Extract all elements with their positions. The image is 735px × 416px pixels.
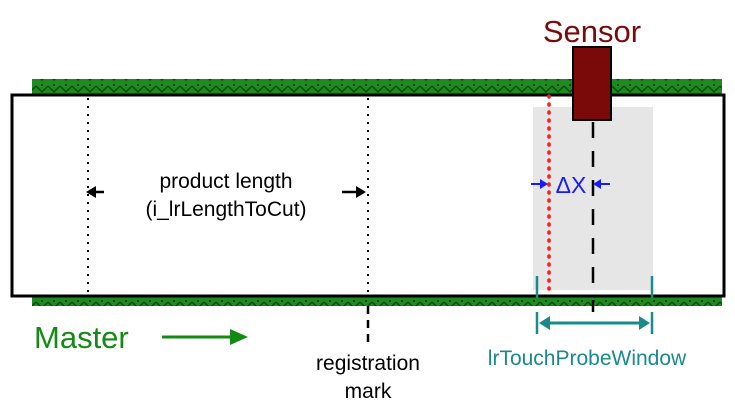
registration-mark-label: registration xyxy=(316,352,420,375)
master-label: Master xyxy=(34,320,129,355)
product-length-label: product length xyxy=(159,170,292,193)
sensor-body xyxy=(572,46,612,121)
registration-mark-label-line2: mark xyxy=(345,380,392,403)
product-length-variable: (i_lrLengthToCut) xyxy=(145,198,306,221)
belt-top xyxy=(32,79,722,97)
sensor-label: Sensor xyxy=(543,14,641,49)
delta-x-left-arrow-icon xyxy=(531,179,548,189)
delta-x-right-arrow-icon xyxy=(593,179,610,189)
arrow-left-icon xyxy=(86,186,104,198)
arrow-right-icon xyxy=(342,186,366,198)
delta-x-label: ΔX xyxy=(556,172,587,198)
master-direction-arrow-icon xyxy=(162,329,248,345)
touch-probe-window-label: lrTouchProbeWindow xyxy=(488,347,687,370)
touch-probe-window-bracket xyxy=(535,276,654,334)
